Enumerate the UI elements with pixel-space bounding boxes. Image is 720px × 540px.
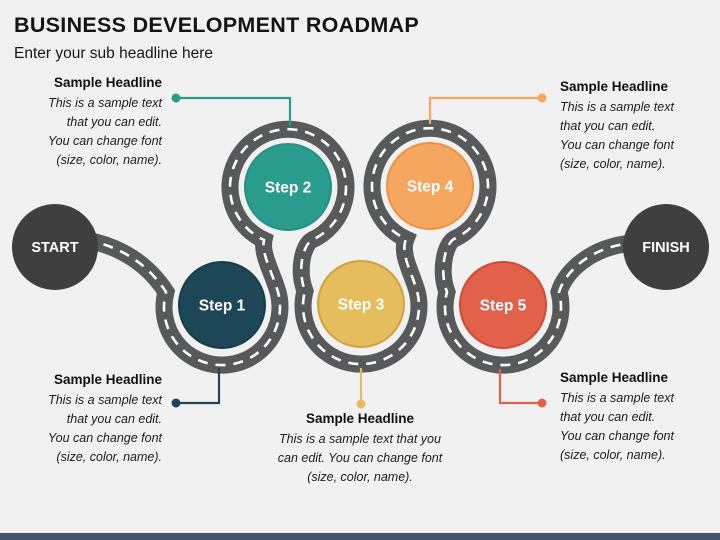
callout-headline: Sample Headline [560, 370, 669, 385]
callout-top-left: Sample Headline This is a sample text th… [0, 75, 162, 170]
start-circle [12, 204, 98, 290]
step-2-label: Step 2 [265, 180, 312, 197]
callout-headline: Sample Headline [560, 79, 669, 94]
slide-title: BUSINESS DEVELOPMENT ROADMAP [14, 13, 419, 37]
step-5-label: Step 5 [480, 298, 527, 315]
callout-bottom-left: Sample Headline This is a sample text th… [0, 372, 162, 467]
callout-top-right: Sample Headline This is a sample text th… [560, 79, 720, 174]
callout-text-line: You can change font [560, 429, 674, 443]
step-4-circle [386, 142, 474, 230]
callout-text-line: This is a sample text that you [279, 432, 441, 446]
callout-headline: Sample Headline [53, 75, 162, 90]
connector-dot-bottom-center [356, 399, 366, 409]
callout-text-line: can edit. You can change font [277, 451, 443, 465]
callout-text-line: (size, color, name). [560, 157, 666, 171]
finish-label: FINISH [642, 240, 690, 256]
callout-text-line: (size, color, name). [56, 450, 162, 464]
callout-headline: Sample Headline [305, 411, 415, 426]
footer-bar [0, 533, 720, 540]
callout-text-line: You can change font [48, 431, 162, 445]
finish-circle [623, 204, 709, 290]
callout-bottom-right: Sample Headline This is a sample text th… [560, 370, 720, 465]
step-5-circle [459, 261, 547, 349]
callout-text-line: You can change font [48, 134, 162, 148]
connector-top-right [428, 96, 542, 124]
slide-subtitle: Enter your sub headline here [14, 45, 214, 62]
connector-top-left [176, 96, 292, 126]
step-1-label: Step 1 [199, 298, 246, 315]
callout-text-line: This is a sample text [560, 100, 674, 114]
connector-dot-top-right [537, 93, 547, 103]
step-2-circle [244, 143, 332, 231]
callout-text-line: that you can edit. [560, 119, 656, 133]
callout-bottom-center: Sample Headline This is a sample text th… [245, 411, 475, 487]
callout-headline: Sample Headline [53, 372, 162, 387]
callout-text-line: that you can edit. [66, 115, 162, 129]
step-3-circle [317, 260, 405, 348]
connector-dot-bottom-right [537, 398, 547, 408]
connector-bottom-left [176, 368, 221, 405]
callout-text-line: that you can edit. [66, 412, 162, 426]
callout-text-line: This is a sample text [48, 96, 162, 110]
road-centerline [85, 126, 633, 367]
callout-text-line: This is a sample text [560, 391, 674, 405]
callout-text-line: (size, color, name). [307, 470, 413, 484]
callout-text-line: (size, color, name). [56, 153, 162, 167]
connector-bottom-right [498, 369, 542, 405]
step-4-label: Step 4 [407, 179, 454, 196]
callout-text-line: that you can edit. [560, 410, 656, 424]
step-1-circle [178, 261, 266, 349]
step-3-label: Step 3 [338, 297, 385, 314]
connector-dot-top-left [171, 93, 181, 103]
callout-text-line: You can change font [560, 138, 674, 152]
connector-dot-bottom-left [171, 398, 181, 408]
start-label: START [31, 240, 78, 256]
callout-text-line: This is a sample text [48, 393, 162, 407]
callout-text-line: (size, color, name). [560, 448, 666, 462]
